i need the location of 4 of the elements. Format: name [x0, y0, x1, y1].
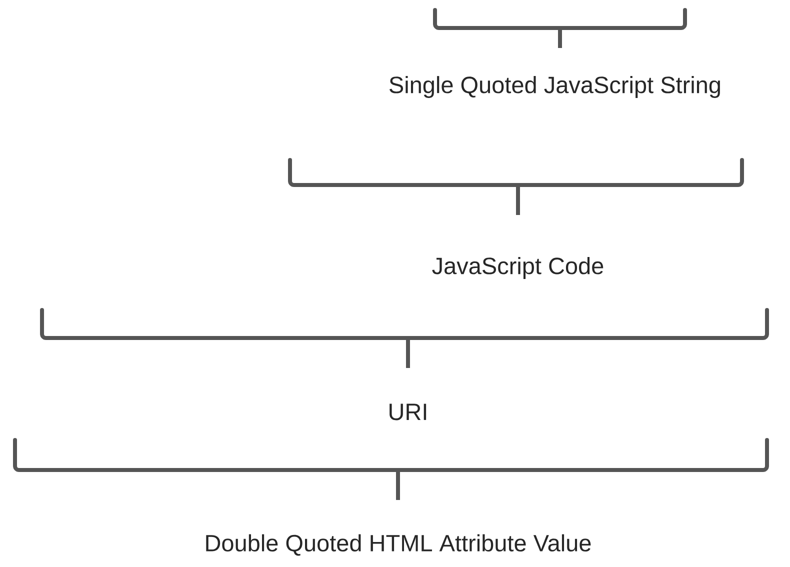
- bracket-label: URI: [390, 404, 426, 420]
- bracket-label: Single Quoted JavaScript String: [390, 76, 720, 98]
- bracket-label: Double Quoted HTML Attribute Value: [206, 534, 591, 556]
- bracket-label: JavaScript Code: [432, 257, 604, 279]
